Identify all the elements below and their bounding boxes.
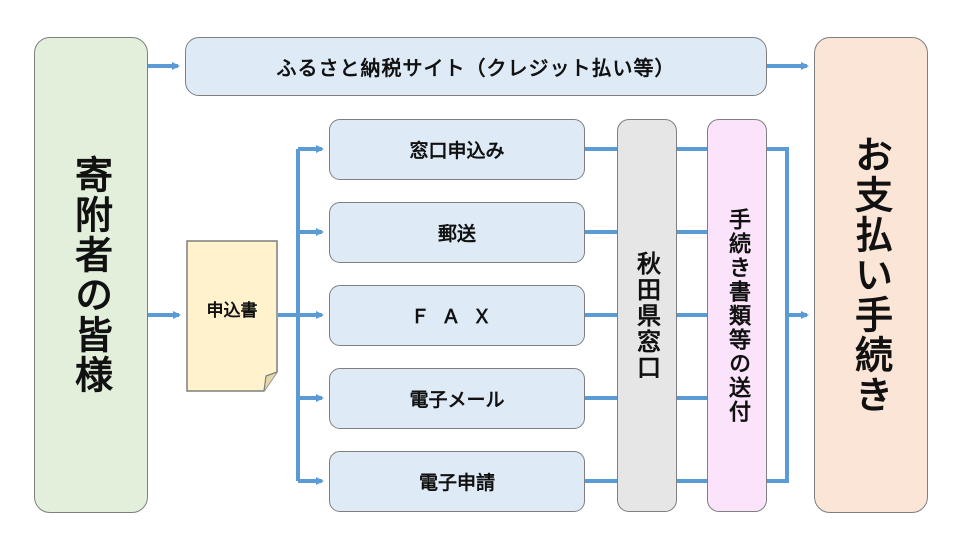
application-form-label: 申込書 xyxy=(206,301,258,321)
akita-window-label: 秋田県窓口 xyxy=(632,250,661,381)
procedure-docs-box: 手続き書類等の送付 xyxy=(707,119,767,512)
furusato-site-box: ふるさと納税サイト（クレジット払い等） xyxy=(185,37,767,96)
akita-window-box: 秋田県窓口 xyxy=(617,119,677,512)
method-counter-label: 窓口申込み xyxy=(409,140,505,162)
furusato-site-label: ふるさと納税サイト（クレジット払い等） xyxy=(276,56,676,80)
procedure-docs-label: 手続き書類等の送付 xyxy=(725,207,750,424)
method-mail-box: 郵送 xyxy=(329,202,585,263)
payment-box: お支払い手続き xyxy=(814,37,928,513)
method-email-box: 電子メール xyxy=(329,368,585,429)
payment-label: お支払い手続き xyxy=(848,135,893,415)
donor-label: 寄附者の皆様 xyxy=(68,155,113,395)
method-online-box: 電子申請 xyxy=(329,451,585,512)
method-online-label: 電子申請 xyxy=(418,472,495,494)
donor-box: 寄附者の皆様 xyxy=(34,37,148,513)
method-mail-label: 郵送 xyxy=(437,223,476,245)
document-shape xyxy=(186,240,278,392)
method-counter-box: 窓口申込み xyxy=(329,119,585,180)
method-email-label: 電子メール xyxy=(409,389,505,411)
application-form-document: 申込書 xyxy=(186,240,278,392)
method-fax-box: ＦＡＸ xyxy=(329,285,585,346)
method-fax-label: ＦＡＸ xyxy=(410,306,504,328)
